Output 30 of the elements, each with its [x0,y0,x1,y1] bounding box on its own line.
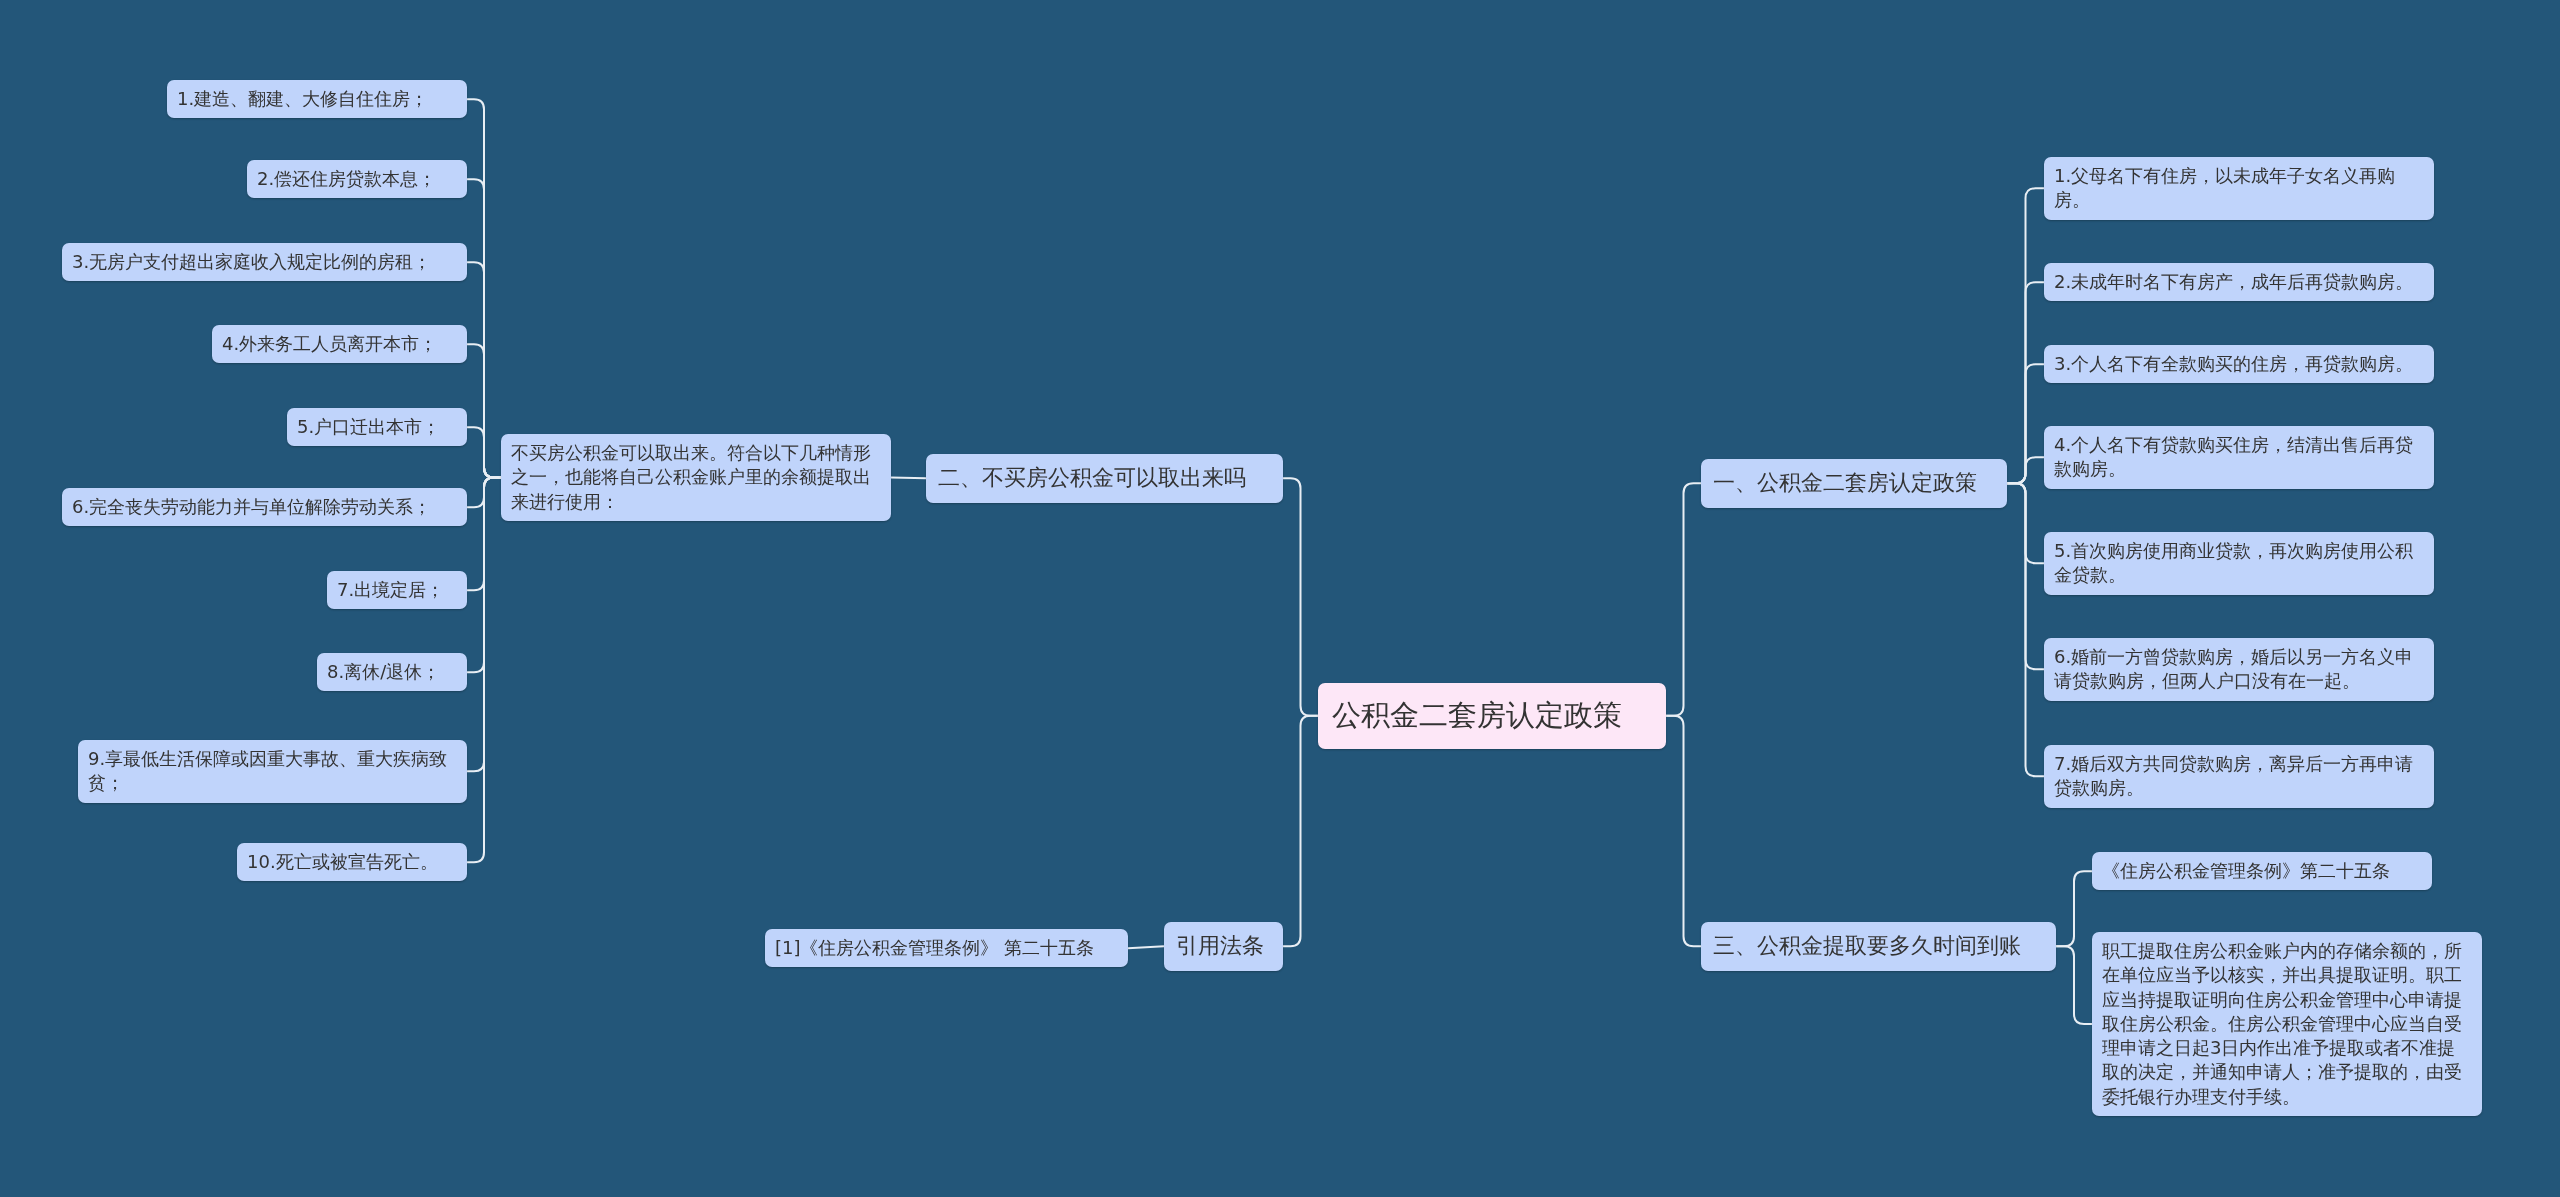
connector-line [2006,482,2045,778]
subtopic-box: 职工提取住房公积金账户内的存储余额的，所在单位应当予以核实，并出具提取证明。职工应当持提取证明向住房公积金管理中心申请提取住房公积金。住房公积金管理中心应当自受理申请之日起3日内作出准予提取或者不准提取的决定，并通知申请人；准予提取的，由受委托银行办理支付手续。 [2092,932,2482,1117]
connector-line [1127,945,1165,950]
subtopic-box: 6.婚前一方曾贷款购房，婚后以另一方名义申请贷款购房，但两人户口没有在一起。 [2044,638,2434,701]
subtopic-box: 5.首次购房使用商业贷款，再次购房使用公积金贷款。 [2044,532,2434,595]
subtopic-box: 3.无房户支付超出家庭收入规定比例的房租； [62,243,467,282]
central-topic: 公积金二套房认定政策 [1318,683,1666,749]
subtopic-box: 2.偿还住房贷款本息； [247,160,467,199]
topic-box: 引用法条 [1164,922,1283,971]
subtopic-box: 1.父母名下有住房，以未成年子女名义再购房。 [2044,157,2434,220]
subtopic-box: 5.户口迁出本市； [287,408,467,447]
subtopic-box: 2.未成年时名下有房产，成年后再贷款购房。 [2044,263,2434,302]
subtopic-box: 1.建造、翻建、大修自住住房； [167,80,467,119]
subtopic-box: 不买房公积金可以取出来。符合以下几种情形之一，也能将自己公积金账户里的余额提取出来进行使用： [501,434,891,521]
subtopic-box: 4.外来务工人员离开本市； [212,325,467,364]
topic-box: 三、公积金提取要多久时间到账 [1701,922,2056,971]
subtopic-box: 6.完全丧失劳动能力并与单位解除劳动关系； [62,488,467,527]
connector-line [890,476,927,480]
topic-box: 二、不买房公积金可以取出来吗 [926,454,1283,503]
subtopic-box: 10.死亡或被宣告死亡。 [237,843,467,882]
topic-box: 一、公积金二套房认定政策 [1701,459,2007,508]
connector-line [2055,945,2093,1026]
subtopic-box: 4.个人名下有贷款购买住房，结清出售后再贷款购房。 [2044,426,2434,489]
subtopic-box: 3.个人名下有全款购买的住房，再贷款购房。 [2044,345,2434,384]
subtopic-box: 8.离休/退休； [317,653,467,692]
subtopic-box: 7.婚后双方共同贷款购房，离异后一方再申请贷款购房。 [2044,745,2434,808]
subtopic-box: [1]《住房公积金管理条例》 第二十五条 [765,929,1128,968]
subtopic-box: 7.出境定居； [327,571,467,610]
subtopic-box: 《住房公积金管理条例》第二十五条 [2092,852,2432,891]
subtopic-box: 9.享最低生活保障或因重大事故、重大疾病致贫； [78,740,467,803]
